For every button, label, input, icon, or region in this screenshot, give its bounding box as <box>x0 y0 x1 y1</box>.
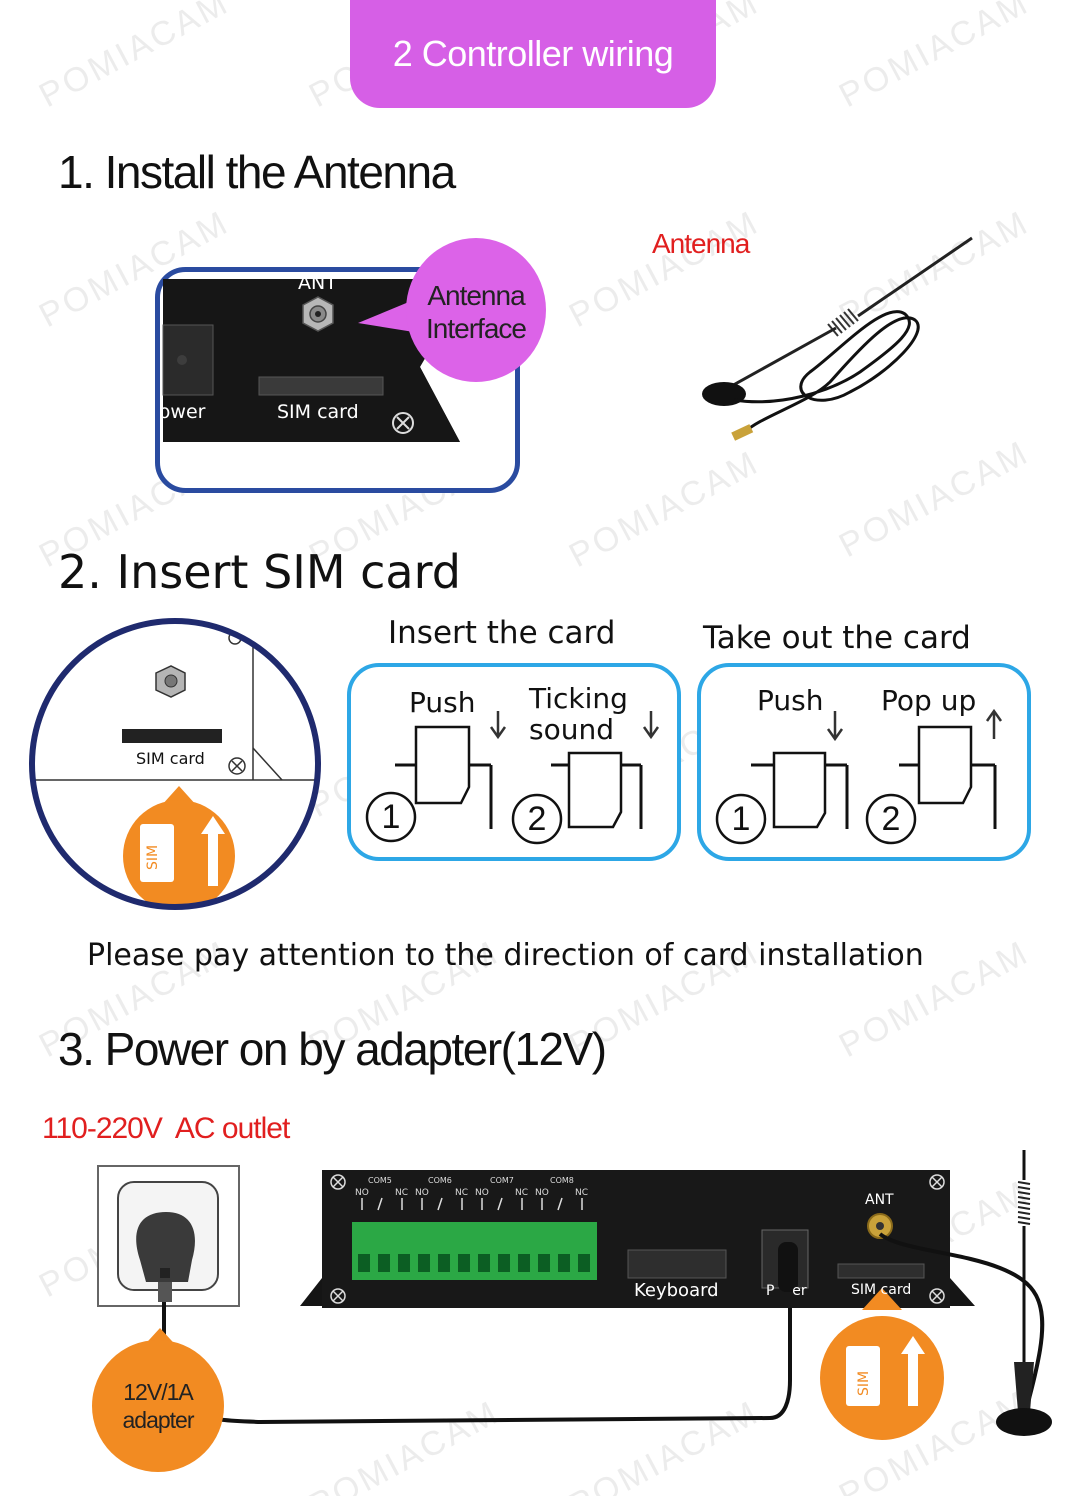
com8-label: COM8 <box>550 1176 574 1185</box>
insert-card-panel: Push Ticking sound 1 2 <box>347 663 681 861</box>
watermark: POMIACAM <box>33 0 236 115</box>
takeout-step2-text: Pop up <box>881 684 977 717</box>
no-label: NO <box>415 1188 429 1198</box>
circle-sim-badge: SIM <box>145 844 161 870</box>
takeout-step2-number: 2 <box>881 800 901 838</box>
wiring-graphic <box>92 1110 1052 1472</box>
adapter-badge-text: 12V/1A adapter <box>98 1378 218 1434</box>
com7-label: COM7 <box>490 1176 514 1185</box>
section3-title: 3. Power on by adapter(12V) <box>58 1023 607 1075</box>
adapter-line1: 12V/1A <box>123 1379 193 1405</box>
antenna-interface-callout: Antenna Interface <box>358 237 548 383</box>
takeout-heading: Take out the card <box>703 620 971 656</box>
installation-note: Please pay attention to the direction of… <box>87 938 924 973</box>
insert-step2-number: 2 <box>527 800 547 838</box>
antenna-image <box>690 232 1010 452</box>
callout-text: Antenna Interface <box>416 279 536 345</box>
takeout-step1-number: 1 <box>731 800 751 838</box>
nc-label: NC <box>455 1188 469 1198</box>
no-label: NO <box>355 1188 369 1198</box>
keyboard-label: Keyboard <box>634 1280 719 1301</box>
adapter-line2: adapter <box>122 1407 194 1433</box>
insert-card-diagram <box>365 711 660 845</box>
callout-bubble <box>358 238 546 382</box>
sim-circle-graphic <box>29 618 321 910</box>
ant-label: ANT <box>298 272 337 294</box>
insert-heading: Insert the card <box>388 615 616 651</box>
circle-sim-label: SIM card <box>136 749 205 768</box>
outlet-label: 110-220V AC outlet <box>42 1112 290 1145</box>
controller-ant-label: ANT <box>865 1192 894 1208</box>
section1-title: 1. Install the Antenna <box>58 146 456 198</box>
power-label-clip: Power <box>160 401 222 427</box>
com-labels-row: COM5 COM6 COM7 COM8 <box>368 1176 608 1190</box>
power-label: Power <box>160 401 206 423</box>
nc-label: NC <box>395 1188 409 1198</box>
no-label: NO <box>535 1188 549 1198</box>
insert-step2-line1: Ticking <box>529 682 628 715</box>
insert-step1-text: Push <box>409 686 476 719</box>
callout-line2: Interface <box>426 313 527 344</box>
takeout-step1-text: Push <box>757 684 824 717</box>
sim-slot-closeup: SIM card SIM <box>27 618 327 914</box>
watermark: POMIACAM <box>833 433 1036 565</box>
antenna-graphic <box>702 236 973 441</box>
power-wiring-diagram: COM5 COM6 COM7 COM8 NO NC NO NC NO NC NO… <box>0 1110 1067 1496</box>
watermark: POMIACAM <box>563 443 766 575</box>
header-tab: 2 Controller wiring <box>350 0 716 108</box>
takeout-card-panel: Push Pop up 1 2 <box>697 663 1031 861</box>
insert-step2-line2: sound <box>529 713 614 746</box>
header-title: 2 Controller wiring <box>392 33 674 74</box>
controller-sim-badge: SIM <box>856 1370 872 1396</box>
watermark: POMIACAM <box>833 0 1036 115</box>
insert-step2-text: Ticking sound <box>529 683 628 745</box>
takeout-card-diagram <box>715 708 1003 845</box>
com6-label: COM6 <box>428 1176 452 1185</box>
power-port-label: P er <box>766 1283 807 1299</box>
antenna-label: Antenna <box>652 228 750 259</box>
com5-label: COM5 <box>368 1176 392 1185</box>
sim-card-label: SIM card <box>277 401 359 423</box>
no-nc-row: NO NC NO NC NO NC NO NC <box>355 1188 605 1200</box>
controller-sim-label: SIM card <box>851 1282 912 1298</box>
section2-title: 2. Insert SIM card <box>58 545 461 599</box>
nc-label: NC <box>515 1188 529 1198</box>
nc-label: NC <box>575 1188 589 1198</box>
no-label: NO <box>475 1188 489 1198</box>
ant-connector <box>302 296 334 332</box>
insert-step1-number: 1 <box>381 798 401 836</box>
callout-line1: Antenna <box>427 280 525 311</box>
